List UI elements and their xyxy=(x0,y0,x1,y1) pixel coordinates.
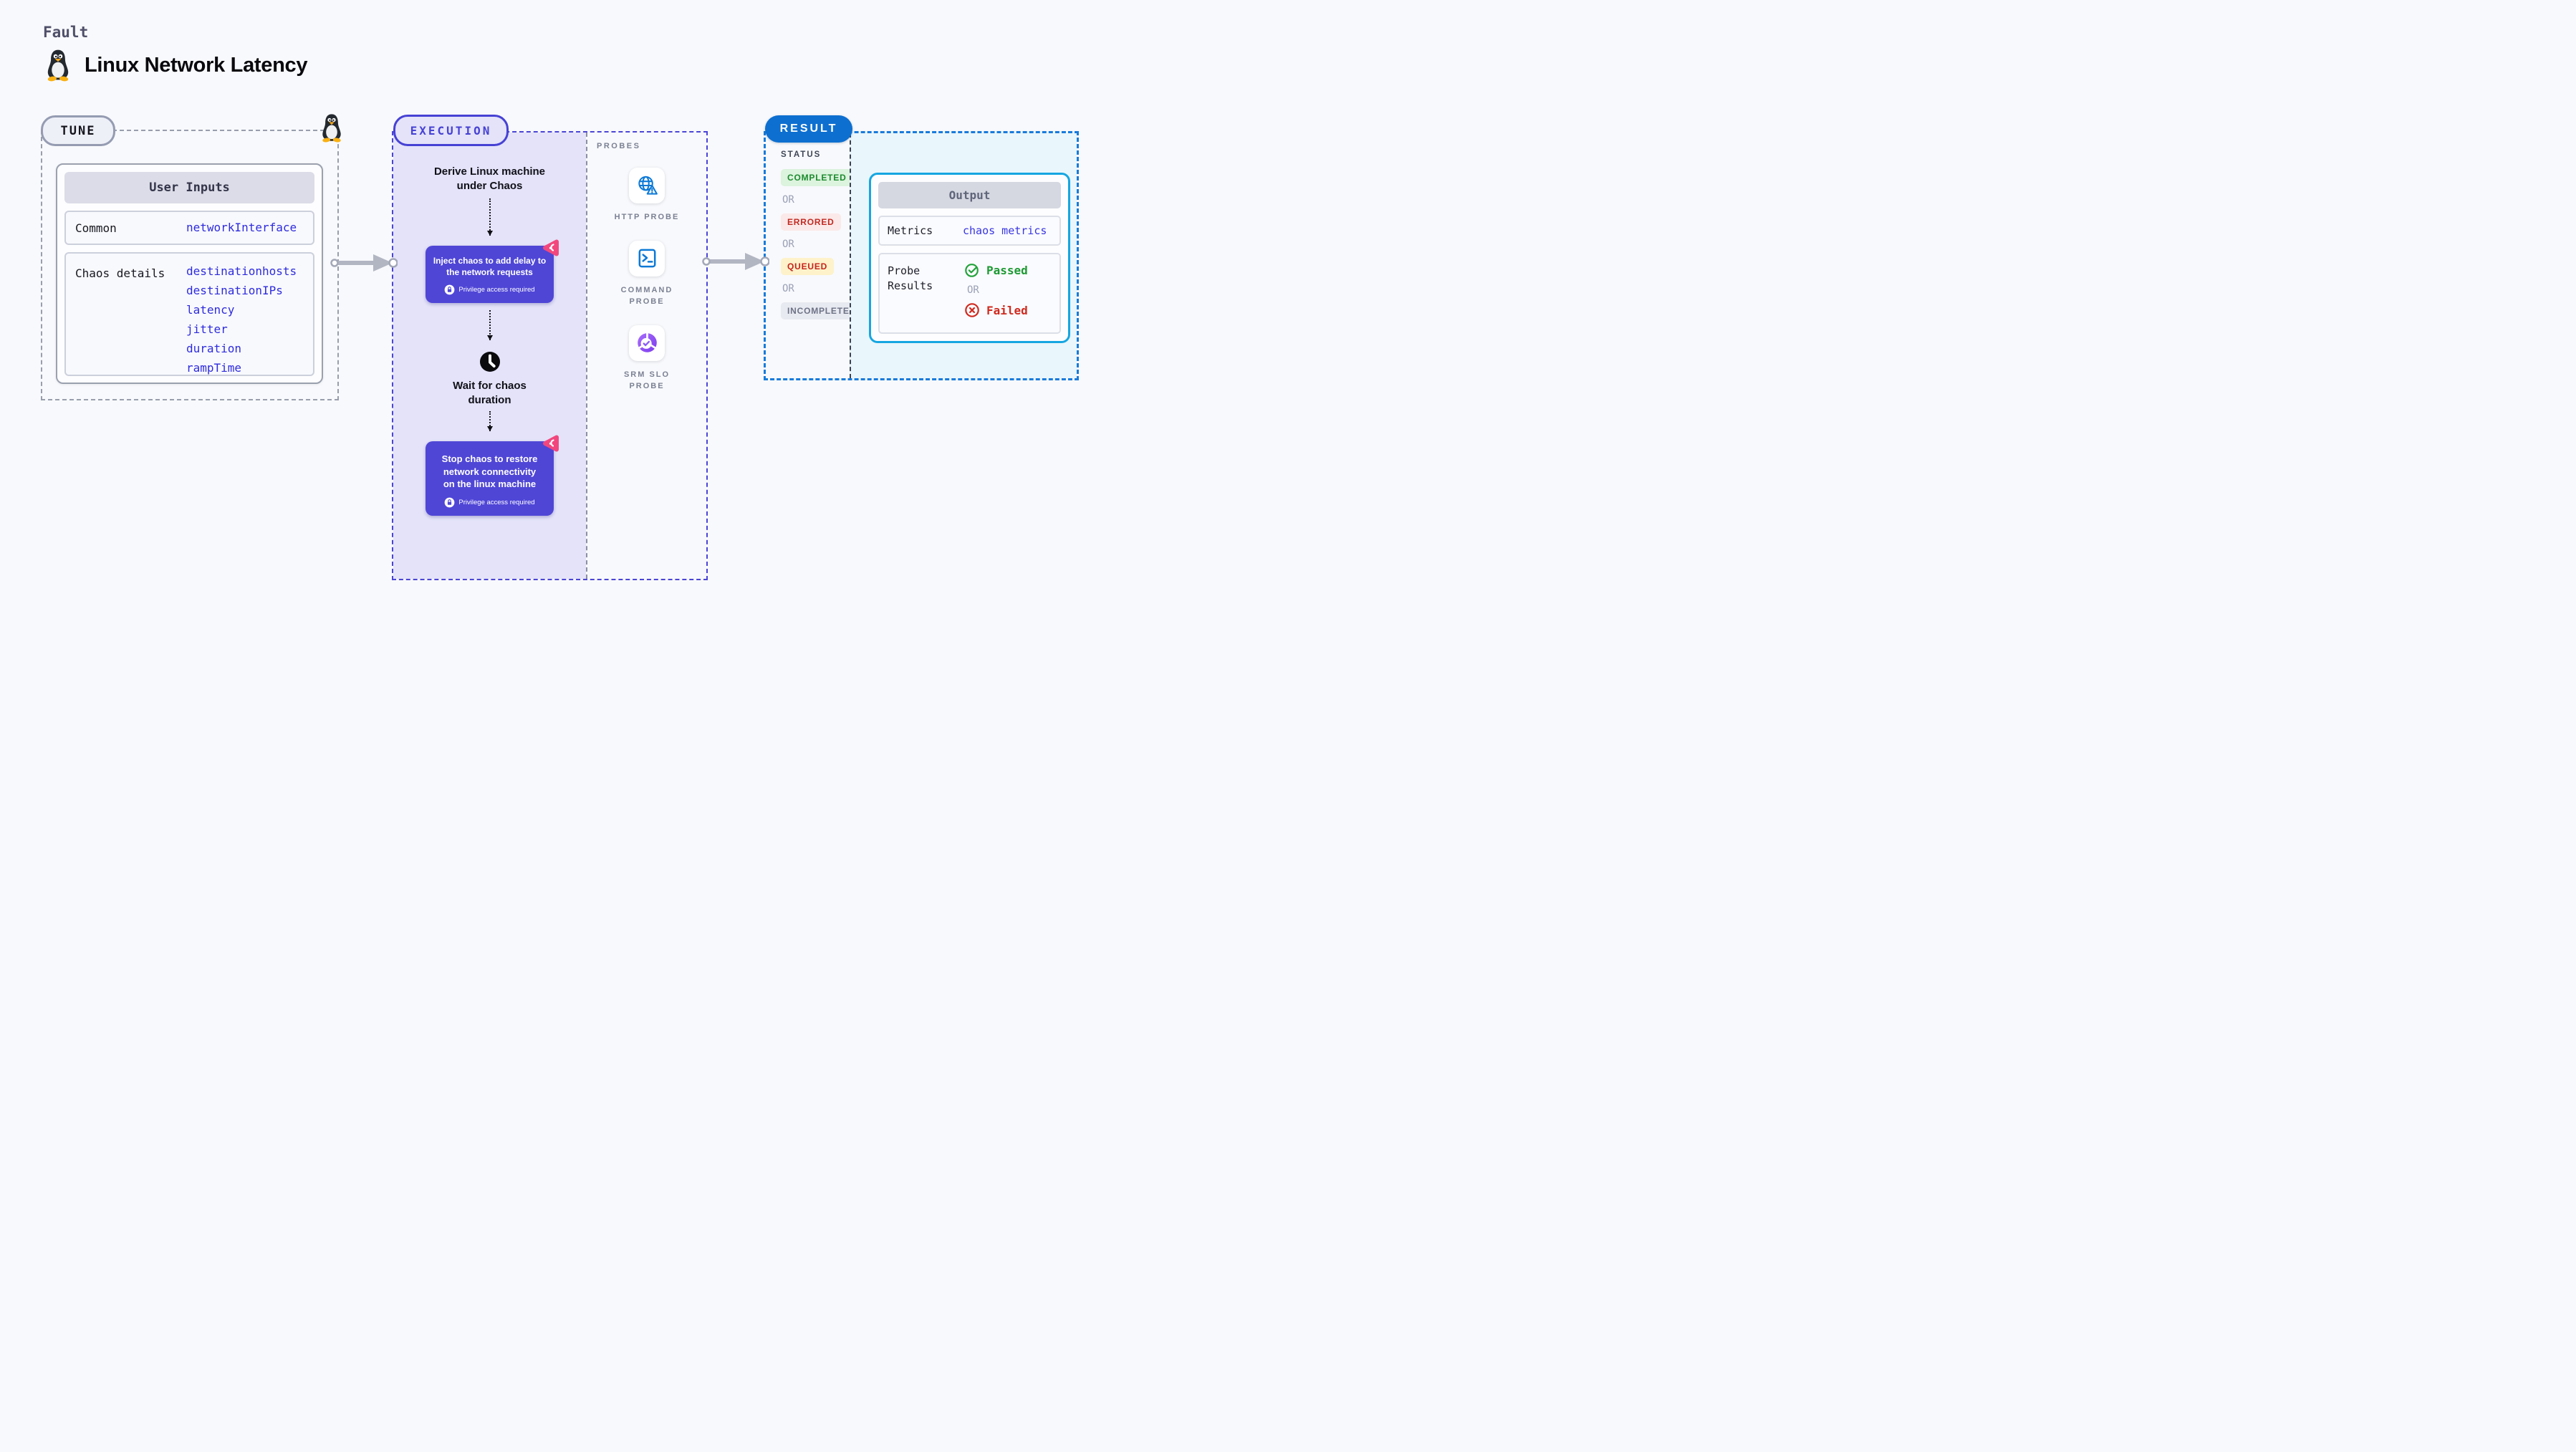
result-section-label: RESULT xyxy=(765,115,852,143)
passed-text: Passed xyxy=(986,263,1028,277)
page-header: Linux Network Latency xyxy=(44,49,307,82)
failed-text: Failed xyxy=(986,303,1028,317)
probe-name: HTTP PROBE xyxy=(614,213,680,221)
user-inputs-card: User Inputs Common networkInterface Chao… xyxy=(56,163,323,384)
arrow-tune-to-execution xyxy=(330,254,398,271)
execution-flow-column: Derive Linux machine under Chaos Inject … xyxy=(393,133,586,579)
step-derive-machine: Derive Linux machine under Chaos xyxy=(433,165,546,192)
status-badge-incompleted: INCOMPLETED xyxy=(781,302,863,319)
input-value: networkInterface xyxy=(186,221,297,234)
status-badge-queued: QUEUED xyxy=(781,258,835,275)
probe-srm-slo: SRM SLO PROBE xyxy=(607,324,687,393)
flow-connector xyxy=(486,198,493,236)
arrow-execution-to-result xyxy=(702,253,769,270)
linux-tux-icon xyxy=(44,49,72,82)
linux-tux-icon-small xyxy=(319,113,344,143)
or-separator: OR xyxy=(967,284,979,296)
status-column: STATUS COMPLETED OR ERRORED OR QUEUED OR… xyxy=(766,133,863,378)
action-text: Inject chaos to add delay to the network… xyxy=(433,256,547,278)
step-stop-chaos: Stop chaos to restore network connectivi… xyxy=(426,435,559,516)
probe-name: COMMAND PROBE xyxy=(620,285,673,307)
table-row-chaos-details: Chaos details destinationhosts destinati… xyxy=(64,252,314,376)
probe-results-label: Probe Results xyxy=(888,264,933,292)
flow-connector xyxy=(486,411,493,432)
table-row-common: Common networkInterface xyxy=(64,211,314,245)
output-area: Output Metrics chaos metrics Probe Resul… xyxy=(850,133,1077,378)
privilege-badge: Privilege access required xyxy=(431,497,548,508)
diagram-canvas: Fault Linux Network Latency TUNE xyxy=(0,0,1118,630)
input-value: duration xyxy=(186,342,242,355)
result-failed: Failed xyxy=(964,302,1028,318)
step-inject-chaos: Inject chaos to add delay to the network… xyxy=(426,239,559,304)
probes-label: PROBES xyxy=(597,142,641,150)
result-section: STATUS COMPLETED OR ERRORED OR QUEUED OR… xyxy=(764,131,1079,380)
probe-results-values: Passed OR Failed xyxy=(956,254,1028,318)
or-separator: OR xyxy=(782,239,794,250)
chaos-fault-logo-icon xyxy=(542,239,560,257)
probes-column: PROBES HTTP PROBE xyxy=(586,133,706,579)
input-value: latency xyxy=(186,303,235,317)
input-value: rampTime xyxy=(186,361,242,375)
or-separator: OR xyxy=(782,283,794,294)
or-separator: OR xyxy=(782,194,794,206)
probe-name: SRM SLO PROBE xyxy=(623,370,671,391)
action-text: Stop chaos to restore network connectivi… xyxy=(441,453,538,490)
clock-icon xyxy=(479,350,501,373)
metrics-value: chaos metrics xyxy=(963,224,1047,237)
tune-section-label: TUNE xyxy=(41,115,115,146)
privilege-badge: Privilege access required xyxy=(431,284,548,295)
globe-alert-icon xyxy=(629,168,665,203)
row-label: Common xyxy=(75,221,117,235)
x-circle-icon xyxy=(965,303,979,317)
probe-results-row: Probe Results Passed OR xyxy=(878,253,1061,334)
user-inputs-header: User Inputs xyxy=(64,172,314,203)
step-wait-duration: Wait for chaos duration xyxy=(453,380,527,406)
metrics-label: Metrics xyxy=(888,223,933,237)
execution-section-label: EXECUTION xyxy=(393,115,509,146)
flow-connector xyxy=(486,310,493,341)
lock-icon xyxy=(444,497,455,508)
probe-http: HTTP PROBE xyxy=(607,168,687,223)
terminal-icon xyxy=(629,240,665,277)
result-passed: Passed xyxy=(964,262,1028,278)
metrics-row: Metrics chaos metrics xyxy=(878,216,1061,246)
status-badge-errored: ERRORED xyxy=(781,213,841,231)
output-header: Output xyxy=(878,182,1061,208)
input-value: destinationIPs xyxy=(186,284,283,297)
fault-kicker: Fault xyxy=(43,24,89,41)
lock-icon xyxy=(444,284,455,295)
input-value: destinationhosts xyxy=(186,264,297,278)
probe-command: COMMAND PROBE xyxy=(607,240,687,308)
page-title: Linux Network Latency xyxy=(85,53,308,77)
chaos-fault-logo-icon xyxy=(542,434,560,453)
status-badge-completed: COMPLETED xyxy=(781,169,853,186)
status-heading: STATUS xyxy=(781,150,822,159)
output-card: Output Metrics chaos metrics Probe Resul… xyxy=(869,173,1070,343)
input-value: jitter xyxy=(186,322,228,336)
check-circle-icon xyxy=(965,264,979,277)
execution-section: Derive Linux machine under Chaos Inject … xyxy=(392,131,708,580)
slo-donut-icon xyxy=(629,324,665,361)
row-label: Chaos details xyxy=(75,266,165,280)
privilege-text: Privilege access required xyxy=(458,499,535,507)
privilege-text: Privilege access required xyxy=(458,286,535,294)
